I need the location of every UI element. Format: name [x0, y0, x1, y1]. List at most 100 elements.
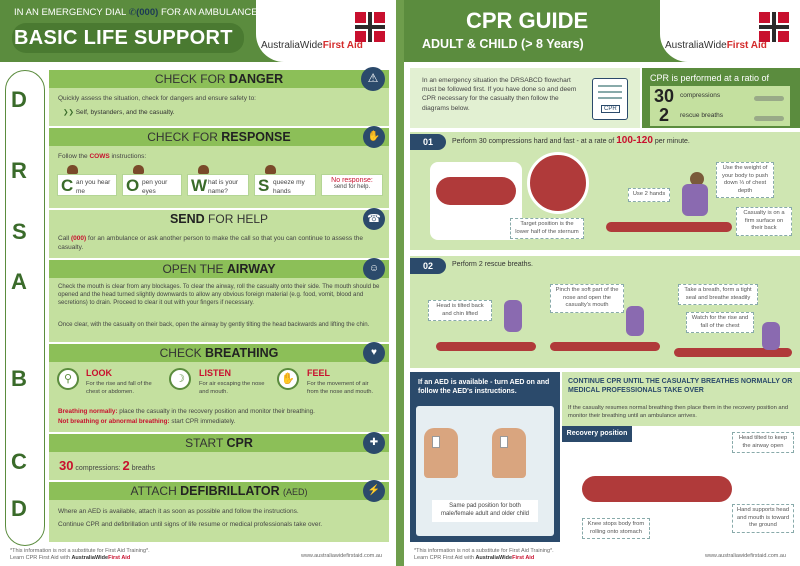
look-text: For the rise and fall of the chest or ab… [86, 381, 152, 396]
female-torso-illustration [492, 428, 526, 478]
callout-target-position: Target position is the lower half of the… [510, 218, 584, 240]
brand-name: AustraliaWideFirst Aid [665, 40, 767, 51]
feel-text: For the movement of air from the nose an… [307, 381, 374, 396]
cows-intro: Follow the COWS instructions: [58, 153, 147, 160]
feel-heading: FEEL [307, 368, 331, 378]
emergency-text: IN AN EMERGENCY DIAL [14, 7, 126, 18]
compression-icon: ✚ [363, 432, 385, 454]
tap-shoulder-icon: ✋ [363, 126, 385, 148]
sternum-closeup-illustration [527, 152, 589, 214]
letter-c: C [11, 449, 27, 474]
look-heading: LOOK [86, 368, 112, 378]
step-1-panel: 01 Perform 30 compressions hard and fast… [410, 132, 800, 250]
callout-head-tilted: Head tilted to keep the airway open [732, 432, 794, 454]
phone-icon: ✆ [128, 7, 137, 17]
warning-icon: ⚠ [361, 67, 385, 91]
ear-icon: ☽ [169, 368, 191, 390]
callout-head-tilt: Head is tilted back and chin lifted [428, 300, 492, 322]
footer-promo: Learn CPR First Aid with AustraliaWideFi… [414, 555, 535, 562]
face-icon [133, 165, 144, 174]
danger-text: Quickly assess the situation, check for … [58, 95, 256, 102]
ratio-breaths-number: 2 [659, 105, 670, 125]
intro-panel: In an emergency situation the DRSABCD fl… [410, 68, 640, 128]
ratio-compressions-number: 30 [654, 86, 675, 106]
brand-cross-logo [355, 12, 385, 42]
breathing-normal: Breathing normally: place the casualty i… [58, 408, 315, 415]
listen-text: For air escaping the nose and mouth. [199, 381, 265, 396]
breath-figure-icon [754, 116, 784, 121]
letter-d-defib: D [11, 496, 27, 521]
page-title: BASIC LIFE SUPPORT [14, 27, 233, 49]
cpr-guide-title: CPR GUIDE [466, 8, 589, 33]
chevron-right-icon: ❯❯ [63, 109, 74, 116]
step-1-text: Perform 30 compressions hard and fast - … [452, 135, 690, 146]
defib-bar: ATTACH DEFIBRILLATOR (AED) [49, 482, 389, 500]
hand-icon: ✋ [277, 368, 299, 390]
intro-text: In an emergency situation the DRSABCD fl… [422, 77, 577, 112]
listen-heading: LISTEN [199, 368, 232, 378]
casualty-figure-1 [436, 342, 536, 351]
footer-url[interactable]: www.australiawidefirstaid.com.au [704, 553, 786, 559]
emergency-line: IN AN EMERGENCY DIAL ✆(000) FOR AN AMBUL… [14, 7, 258, 18]
callout-body-weight: Use the weight of your body to push down… [716, 162, 774, 199]
defib-text-1: Where an AED is available, attach it as … [58, 508, 299, 515]
callout-breathe: Take a breath, form a tight seal and bre… [678, 284, 758, 306]
clipboard-icon: CPR [592, 78, 628, 120]
send-help-section: SEND FOR HELP ☎ Call (000) for an ambula… [49, 208, 389, 258]
face-icon [198, 165, 209, 174]
step-1-badge: 01 [410, 134, 446, 150]
clipboard-label: CPR [601, 105, 620, 113]
aed-icon: ⚡ [363, 480, 385, 502]
aed-title: If an AED is available - turn AED on and… [418, 379, 550, 396]
continue-panel: CONTINUE CPR UNTIL THE CASUALTY BREATHES… [562, 372, 800, 542]
aed-pad-icon [432, 436, 440, 448]
drsabcd-column: D R S A B C D [5, 70, 45, 546]
recovery-position-figure [582, 476, 732, 502]
cpr-guide-subtitle: ADULT & CHILD (> 8 Years) [422, 37, 584, 51]
aed-pad-icon [500, 436, 508, 448]
face-icon [265, 165, 276, 174]
breathing-bar: CHECK BREATHING [49, 344, 389, 362]
letter-a: A [11, 269, 27, 294]
head-tilt-icon: ☺ [363, 258, 385, 280]
letter-r: R [11, 158, 27, 183]
cpr-guide-page: CPR GUIDE ADULT & CHILD (> 8 Years) Aust… [404, 0, 800, 566]
emergency-number: (000) [136, 7, 159, 18]
danger-item: ❯❯ Self, bystanders, and the casualty. [63, 109, 175, 116]
breathing-section: CHECK BREATHING ♥ ⚲ LOOK For the rise an… [49, 342, 389, 432]
defibrillator-section: ATTACH DEFIBRILLATOR (AED) ⚡ Where an AE… [49, 480, 389, 542]
recovery-position-tab[interactable]: Recovery position [562, 426, 632, 442]
disclaimer: *This information is not a substitute fo… [414, 548, 554, 554]
face-icon [67, 165, 78, 174]
rescuer-figure-1 [504, 300, 522, 332]
airway-text-2: Once clear, with the casualty on their b… [58, 321, 370, 328]
callout-firm-surface: Casualty is on a firm surface on their b… [736, 207, 792, 236]
ratio-title: CPR is performed at a ratio of [650, 73, 770, 83]
step-2-panel: 02 Perform 2 rescue breaths. Head is til… [410, 256, 800, 368]
airway-section: OPEN THE AIRWAY ☺ Check the mouth is cle… [49, 258, 389, 342]
footer-url[interactable]: www.australiawidefirstaid.com.au [300, 553, 382, 559]
basic-life-support-page: IN AN EMERGENCY DIAL ✆(000) FOR AN AMBUL… [0, 0, 396, 566]
callout-hand-supports: Hand supports head and mouth is toward t… [732, 504, 794, 533]
response-section: CHECK FOR RESPONSE ✋ Follow the COWS ins… [49, 126, 389, 208]
torso-illustration [436, 177, 516, 205]
cpr-figure-icon [754, 96, 784, 101]
letter-b: B [11, 366, 27, 391]
brand-cross-logo [759, 12, 789, 42]
rescuer-figure-2 [626, 306, 644, 336]
letter-s: S [12, 219, 27, 244]
breathing-abnormal: Not breathing or abnormal breathing: sta… [58, 418, 236, 425]
casualty-figure-3 [674, 348, 792, 357]
brand-name: AustraliaWideFirst Aid [261, 40, 363, 51]
send-text: Call (000) for an ambulance or ask anoth… [58, 235, 363, 252]
danger-bar: CHECK FOR DANGER [49, 70, 389, 88]
aed-pad-label: Same pad position for both male/female a… [432, 500, 538, 522]
emergency-text-2: FOR AN AMBULANCE [160, 7, 258, 18]
left-header: IN AN EMERGENCY DIAL ✆(000) FOR AN AMBUL… [0, 0, 396, 62]
rescuer-body [682, 184, 708, 216]
right-footer: *This information is not a substitute fo… [404, 544, 800, 566]
ratio-compressions-label: compressions [680, 92, 721, 99]
no-response-box: No response:send for help. [321, 174, 383, 196]
